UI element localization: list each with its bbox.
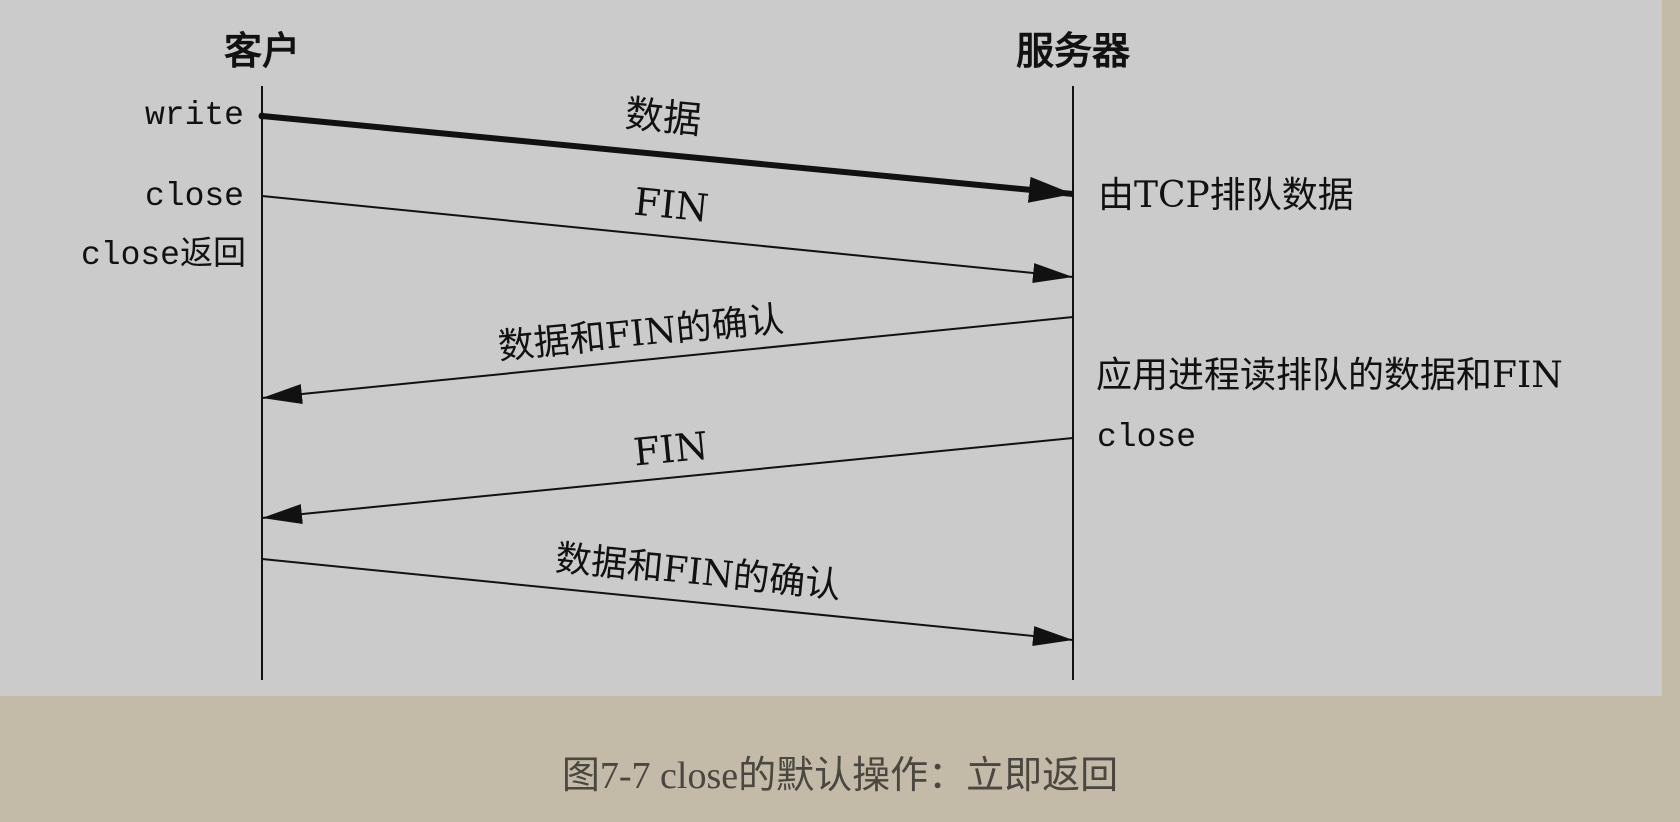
server-queued-label: 由TCP排队数据	[1098, 175, 1354, 216]
server-header: 服务器	[1016, 29, 1131, 73]
message-arrow-fin-server	[261, 437, 1074, 525]
message-arrow-ack-server	[261, 316, 1074, 404]
figure-caption: 图7-7 close的默认操作：立即返回	[561, 755, 1119, 797]
client-write-label: write	[145, 97, 244, 134]
message-label-ack-server: 数据和FIN的确认	[496, 299, 785, 368]
client-close-return-label: close返回	[81, 236, 246, 274]
message-arrow-fin-client	[261, 195, 1074, 283]
message-arrow-data	[261, 113, 1074, 203]
diagram-canvas: 客户 服务器 write close close返回 由TCP排队数据 应用进程…	[81, 29, 1563, 680]
message-label-data: 数据	[623, 92, 703, 143]
server-app-reads-label: 应用进程读排队的数据和FIN	[1096, 355, 1563, 396]
client-close-label: close	[145, 178, 244, 215]
message-arrow-ack-client	[261, 558, 1074, 646]
server-close-label: close	[1097, 419, 1196, 456]
sequence-diagram: 客户 服务器 write close close返回 由TCP排队数据 应用进程…	[0, 0, 1662, 696]
message-label-fin-client: FIN	[632, 180, 711, 231]
message-label-fin-server: FIN	[631, 424, 710, 475]
client-header: 客户	[224, 29, 300, 73]
message-label-ack-client: 数据和FIN的确认	[553, 538, 842, 607]
